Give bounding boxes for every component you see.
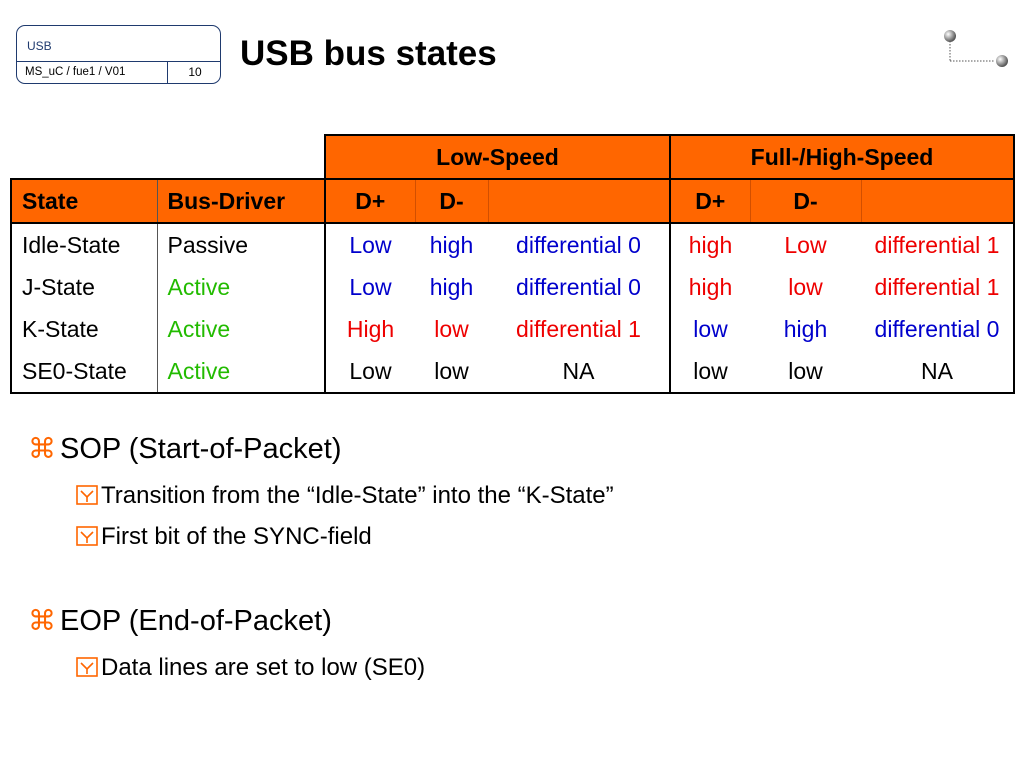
driver-cell: Active: [157, 308, 326, 350]
header-ls-dplus: D+: [325, 179, 416, 223]
header-ls-dminus: D-: [415, 179, 489, 223]
slide-title: USB bus states: [240, 34, 497, 73]
ls-dminus-cell: low: [434, 357, 469, 384]
fs-dplus-cell: high: [688, 231, 733, 258]
bullet-eop: ⌘EOP (End-of-Packet): [28, 604, 332, 638]
group-header-row: Low-Speed Full-/High-Speed: [11, 134, 1015, 179]
fs-diff-cell: NA: [921, 357, 953, 384]
table-row: J-State Active Low high differential 0 h…: [11, 266, 1014, 308]
header-fs-dminus: D-: [750, 179, 862, 223]
fs-dplus-cell: low: [693, 315, 728, 342]
ls-dplus-cell: High: [346, 315, 395, 342]
ls-dminus-cell: low: [434, 315, 469, 342]
ls-diff-cell: differential 1: [488, 308, 671, 350]
ls-dplus-cell: Low: [349, 357, 392, 384]
fs-dplus-cell: high: [688, 273, 733, 300]
slide-info-box: USB MS_uC / fue1 / V01 10: [16, 25, 221, 84]
fs-dminus-cell: low: [788, 357, 823, 384]
sub-bullet: First bit of the SYNC-field: [76, 523, 372, 551]
fs-diff-cell: differential 1: [874, 273, 1000, 300]
fs-dplus-cell: low: [693, 357, 728, 384]
sub-bullet-text: Data lines are set to low (SE0): [101, 654, 426, 681]
ls-dplus-cell: Low: [349, 231, 392, 258]
sub-bullet: Transition from the “Idle-State” into th…: [76, 482, 614, 510]
table-row: Idle-State Passive Low high differential…: [11, 223, 1014, 266]
ls-dminus-cell: high: [429, 273, 474, 300]
topic-label: USB: [27, 39, 52, 53]
state-cell: Idle-State: [11, 223, 158, 266]
command-icon: ⌘: [28, 433, 56, 464]
bullet-sop: ⌘SOP (Start-of-Packet): [28, 432, 342, 466]
bullet-text: EOP (End-of-Packet): [60, 605, 332, 637]
header-fs-dplus: D+: [670, 179, 751, 223]
driver-cell: Active: [157, 350, 326, 393]
fs-diff-cell: differential 1: [874, 231, 1000, 258]
checkbox-bullet-icon: [76, 657, 98, 677]
table-row: K-State Active High low differential 1 l…: [11, 308, 1014, 350]
state-cell: SE0-State: [11, 350, 158, 393]
fs-dminus-cell: high: [783, 315, 828, 342]
info-box-header: USB: [17, 26, 220, 62]
state-cell: J-State: [11, 266, 158, 308]
ls-dminus-cell: high: [429, 231, 474, 258]
fs-diff-cell: differential 0: [874, 315, 1000, 342]
header-ls-diff: [488, 179, 671, 223]
header-fs-diff: [861, 179, 1014, 223]
header-bus-driver: Bus-Driver: [157, 179, 326, 223]
bullet-text: SOP (Start-of-Packet): [60, 433, 342, 465]
sub-bullet-text: First bit of the SYNC-field: [101, 523, 372, 550]
ls-diff-cell: NA: [488, 350, 671, 393]
decorative-dots-icon: [944, 30, 1008, 67]
sub-bullet: Data lines are set to low (SE0): [76, 654, 425, 682]
driver-cell: Active: [157, 266, 326, 308]
ls-dplus-cell: Low: [349, 273, 392, 300]
state-cell: K-State: [11, 308, 158, 350]
bus-states-table: Low-Speed Full-/High-Speed State Bus-Dri…: [10, 134, 1015, 394]
sub-bullet-text: Transition from the “Idle-State” into th…: [101, 482, 614, 509]
fs-dminus-cell: low: [788, 273, 823, 300]
page-number: 10: [167, 61, 222, 83]
checkbox-bullet-icon: [76, 526, 98, 546]
low-speed-header: Low-Speed: [324, 134, 671, 179]
checkbox-bullet-icon: [76, 485, 98, 505]
driver-cell: Passive: [157, 223, 326, 266]
ls-diff-cell: differential 0: [488, 266, 671, 308]
column-header-row: State Bus-Driver D+ D- D+ D-: [11, 179, 1014, 223]
table-row: SE0-State Active Low low NA low low NA: [11, 350, 1014, 393]
command-icon: ⌘: [28, 605, 56, 636]
fs-dminus-cell: Low: [784, 231, 827, 258]
course-label: MS_uC / fue1 / V01: [25, 66, 126, 78]
full-high-speed-header: Full-/High-Speed: [669, 134, 1015, 179]
header-state: State: [11, 179, 158, 223]
ls-diff-cell: differential 0: [488, 223, 671, 266]
